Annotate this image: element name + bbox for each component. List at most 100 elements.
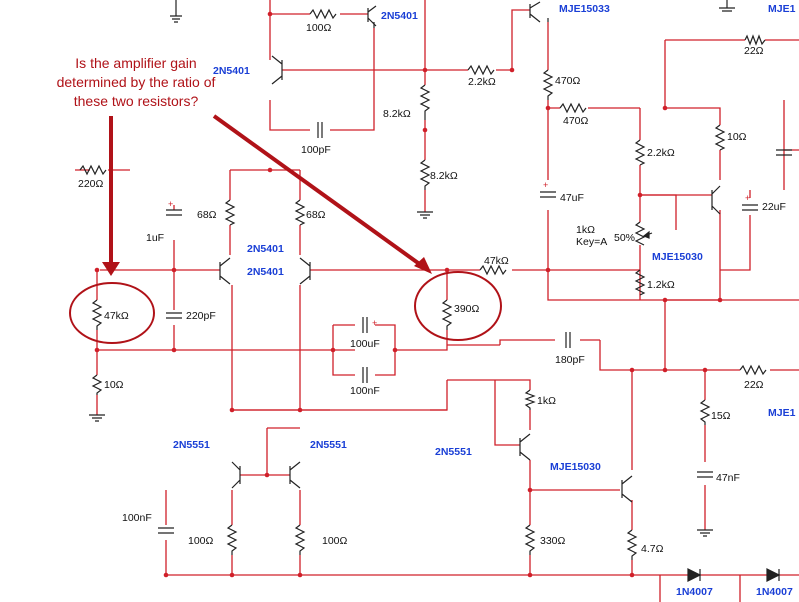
label-r470-a: 470Ω	[555, 75, 581, 87]
label-c100n-left: 100nF	[122, 512, 152, 524]
label-r47k-fb: 47kΩ	[484, 255, 509, 267]
label-pot-pct: 50%	[614, 232, 635, 244]
resistor-r47k-gnd	[91, 299, 103, 330]
resistor-r470-b	[559, 102, 587, 114]
capacitor-c1u	[166, 209, 182, 216]
ground-symbols	[89, 0, 735, 537]
transistor-q-2n5551-left	[231, 461, 241, 489]
transistor-q-2n5401-left-upper	[271, 55, 283, 85]
annotation-ellipse-390	[414, 271, 502, 341]
resistor-r1k-vas	[524, 389, 536, 410]
resistor-pot-1k	[634, 221, 646, 246]
label-q-top: 2N5401	[381, 10, 418, 22]
resistor-r2k2-top	[467, 64, 495, 76]
transistor-q-top	[367, 5, 377, 27]
label-r2k2-top: 2.2kΩ	[468, 76, 496, 88]
transistor-symbols	[219, 1, 721, 503]
label-r1k2: 1.2kΩ	[647, 279, 675, 291]
label-c100n-a: 100nF	[350, 385, 380, 397]
resistor-r8k2-a	[419, 84, 431, 120]
resistor-r22-bottom	[739, 364, 767, 376]
label-d1: 1N4007	[676, 586, 713, 598]
label-q-2n5551-right: 2N5551	[310, 439, 347, 451]
label-r47k-gnd: 47kΩ	[104, 310, 129, 322]
diode-d2	[766, 568, 781, 582]
label-r220-in: 220Ω	[78, 178, 104, 190]
capacitor-c100p	[317, 122, 323, 138]
svg-text:+: +	[372, 318, 377, 328]
capacitor-c100n-a	[362, 367, 368, 383]
label-r100-right: 100Ω	[322, 535, 348, 547]
resistor-r1k2	[634, 269, 646, 296]
capacitor-c22u	[742, 204, 758, 211]
resistor-symbols	[79, 8, 767, 560]
resistor-r47k-fb	[479, 264, 507, 276]
resistor-r100-right	[294, 524, 306, 555]
label-c100u: 100uF	[350, 338, 380, 350]
label-r470-b: 470Ω	[563, 115, 589, 127]
label-q-2n5551-left: 2N5551	[173, 439, 210, 451]
capacitor-c180p	[565, 332, 571, 348]
ground-top-right	[719, 0, 735, 12]
annotation-group: Is the amplifier gain determined by the …	[57, 55, 502, 344]
label-c100p: 100pF	[301, 144, 331, 156]
resistor-r4r7	[626, 529, 638, 560]
label-q-mje15033: MJE15033	[559, 3, 610, 15]
label-r100-left: 100Ω	[188, 535, 214, 547]
label-c22u: 22uF	[762, 201, 786, 213]
label-q-mje-top-right: MJE1	[768, 3, 796, 15]
label-c220p: 220pF	[186, 310, 216, 322]
resistor-r10-vbe	[714, 124, 726, 151]
capacitor-c100n-left	[158, 527, 174, 534]
component-labels: 2N5401 2N5401 MJE15033 MJE1 2N5401 2N540…	[78, 3, 796, 598]
diode-symbols	[659, 568, 781, 602]
ground-8k2	[417, 211, 433, 219]
label-c47u: 47uF	[560, 192, 584, 204]
transistor-q-2n5551-vas	[519, 433, 531, 461]
resistor-r15	[699, 399, 711, 425]
label-d2: 1N4007	[756, 586, 793, 598]
label-q-pair-a: 2N5401	[247, 243, 284, 255]
annotation-line-1: Is the amplifier gain	[75, 55, 196, 71]
label-pot-key: Key=A	[576, 236, 607, 248]
resistor-r100-top	[309, 8, 337, 20]
label-r22-bottom: 22Ω	[744, 379, 764, 391]
resistor-r220-in	[79, 164, 107, 176]
label-r68-left: 68Ω	[197, 209, 217, 221]
resistor-r2k2-vbe	[634, 139, 646, 166]
capacitor-right-edge	[776, 149, 792, 156]
label-r22-top: 22Ω	[744, 45, 764, 57]
transistor-q-2n5551-right	[289, 461, 301, 489]
label-c47n: 47nF	[716, 472, 740, 484]
transistor-q-mje15033	[529, 1, 541, 23]
label-q-2n5401-left-upper: 2N5401	[213, 65, 250, 77]
resistor-r8k2-b	[419, 159, 431, 190]
svg-text:+: +	[745, 193, 750, 203]
capacitor-c100u	[362, 317, 368, 333]
label-r8k2-a: 8.2kΩ	[383, 108, 411, 120]
ground-c47n	[697, 529, 713, 537]
label-r1k-pot: 1kΩ	[576, 224, 595, 236]
label-r10-gnd: 10Ω	[104, 379, 124, 391]
label-r68-right: 68Ω	[306, 209, 326, 221]
annotation-arrow-right	[212, 114, 427, 270]
resistor-r470-a	[542, 69, 554, 100]
label-q-mje15030-vbe: MJE15030	[652, 251, 703, 263]
resistor-r330	[524, 524, 536, 555]
label-q-pair-b: 2N5401	[247, 266, 284, 278]
label-r2k2-vbe: 2.2kΩ	[647, 147, 675, 159]
annotation-ellipse-47k	[69, 282, 155, 344]
resistor-r22-top	[744, 34, 766, 46]
resistor-r68-right	[294, 199, 306, 226]
resistor-r10-gnd	[91, 374, 103, 395]
label-r10-vbe: 10Ω	[727, 131, 747, 143]
ground-top-left	[170, 0, 182, 23]
capacitor-c220p	[166, 312, 182, 319]
label-r100-top: 100Ω	[306, 22, 332, 34]
label-q-mje-right: MJE1	[768, 407, 796, 419]
label-q-mje15030-driver: MJE15030	[550, 461, 601, 473]
resistor-r68-left	[224, 199, 236, 226]
ground-r10	[89, 414, 105, 422]
label-r330: 330Ω	[540, 535, 566, 547]
